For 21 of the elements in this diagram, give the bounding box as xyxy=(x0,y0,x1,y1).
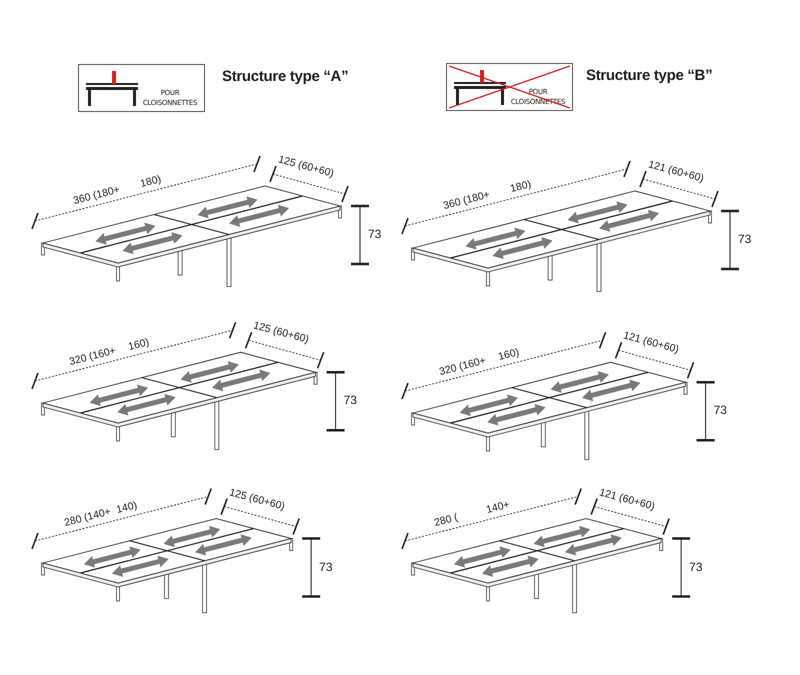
structure-title: Structure type “B” xyxy=(586,67,712,84)
dimension-label: 73 xyxy=(689,560,703,573)
dimension-label: 160) xyxy=(496,346,520,363)
symbol-box xyxy=(78,64,205,112)
dimension-label: 73 xyxy=(319,560,333,573)
dimension-label: 73 xyxy=(368,228,382,240)
dimension-label: 73 xyxy=(344,394,357,406)
dimension-label: 73 xyxy=(738,233,752,245)
dimension-label: 160) xyxy=(126,336,150,353)
dimension-label: 180) xyxy=(138,172,162,190)
dimension-label: 360 (180+ xyxy=(442,188,492,212)
dimension-label: 360 (180+ xyxy=(72,183,122,207)
dimension-label: 180) xyxy=(508,178,532,195)
dimension-label: 140) xyxy=(115,498,138,516)
dimension-label: 320 (160+ xyxy=(438,354,487,378)
dimension-label: 280 ( xyxy=(433,511,460,529)
dimension-label: 73 xyxy=(714,404,727,416)
dimension-label: 320 (160+ xyxy=(68,344,117,368)
structure-title: Structure type “A” xyxy=(222,68,348,85)
dimension-label: 280 (140+ xyxy=(63,506,112,529)
dimension-label: 140+ xyxy=(485,498,512,516)
